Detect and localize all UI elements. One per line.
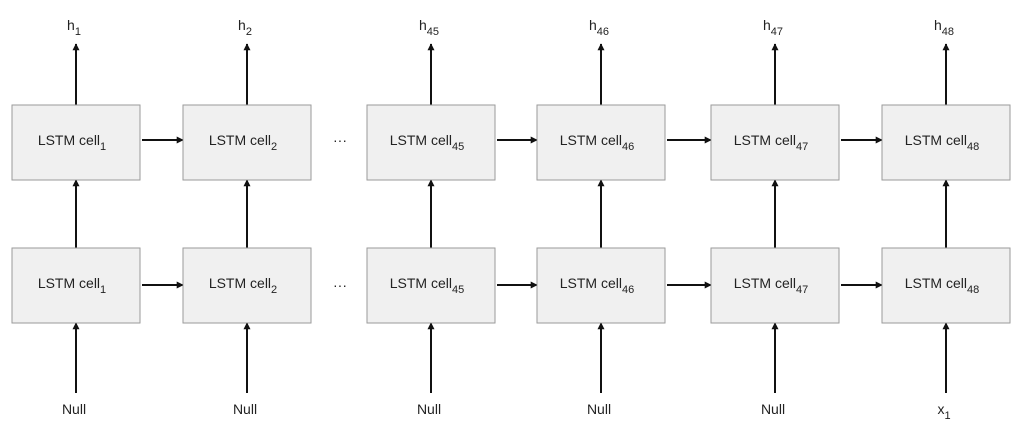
lstm-cell-label-top-6-subscript: 48 [967, 141, 979, 153]
lstm-cell-label-top-1: LSTM cell1 [38, 132, 106, 153]
ellipsis-bottom: ··· [333, 277, 347, 293]
lstm-cell-label-top-5-main: LSTM cell [734, 132, 796, 148]
lstm-cell-label-top-3-subscript: 45 [452, 141, 464, 153]
lstm-cell-bottom-1 [11, 247, 141, 324]
lstm-cell-top-3 [366, 104, 496, 181]
input-label-4: Null [587, 401, 611, 417]
lstm-cell-label-bottom-5-subscript: 47 [796, 284, 808, 296]
output-label-4: h46 [589, 17, 609, 38]
lstm-cell-label-bottom-4-subscript: 46 [622, 284, 634, 296]
lstm-cell-label-top-5: LSTM cell47 [734, 132, 808, 153]
lstm-cell-label-bottom-1: LSTM cell1 [38, 275, 106, 296]
lstm-cell-bottom-4 [536, 247, 666, 324]
lstm-cell-label-bottom-6: LSTM cell48 [905, 275, 979, 296]
output-label-2-subscript: 2 [246, 26, 252, 38]
output-label-6-subscript: 48 [942, 26, 954, 38]
output-label-1-subscript: 1 [75, 26, 81, 38]
input-label-1-main: Null [62, 401, 86, 417]
input-label-6: x1 [937, 401, 950, 422]
output-label-5-main: h [763, 17, 771, 33]
lstm-cell-label-bottom-3-main: LSTM cell [390, 275, 452, 291]
input-label-5: Null [761, 401, 785, 417]
lstm-cell-label-bottom-2: LSTM cell2 [209, 275, 277, 296]
output-label-2-main: h [238, 17, 246, 33]
lstm-cell-label-top-5-subscript: 47 [796, 141, 808, 153]
lstm-cell-label-top-6: LSTM cell48 [905, 132, 979, 153]
lstm-cell-top-2 [182, 104, 312, 181]
input-label-2-main: Null [233, 401, 257, 417]
lstm-cell-label-top-4: LSTM cell46 [560, 132, 634, 153]
lstm-cell-label-top-2-subscript: 2 [271, 141, 277, 153]
output-label-6: h48 [934, 17, 954, 38]
input-label-6-subscript: 1 [944, 410, 950, 422]
lstm-cell-label-bottom-1-main: LSTM cell [38, 275, 100, 291]
lstm-cell-label-bottom-4: LSTM cell46 [560, 275, 634, 296]
lstm-cell-bottom-6 [881, 247, 1011, 324]
lstm-cell-top-4 [536, 104, 666, 181]
arrows-layer [72, 43, 950, 393]
input-label-3: Null [417, 401, 441, 417]
lstm-cell-label-bottom-6-main: LSTM cell [905, 275, 967, 291]
lstm-cell-label-bottom-4-main: LSTM cell [560, 275, 622, 291]
lstm-cell-label-top-3: LSTM cell45 [390, 132, 464, 153]
output-label-3-subscript: 45 [427, 26, 439, 38]
output-label-2: h2 [238, 17, 252, 38]
lstm-cell-label-top-2-main: LSTM cell [209, 132, 271, 148]
lstm-cell-label-bottom-3-subscript: 45 [452, 284, 464, 296]
lstm-cell-label-top-4-subscript: 46 [622, 141, 634, 153]
labels-layer: h1Nullh2Nullh45Nullh46Nullh47Nullh48x1··… [62, 17, 954, 422]
lstm-cell-label-top-1-main: LSTM cell [38, 132, 100, 148]
lstm-cell-label-top-2: LSTM cell2 [209, 132, 277, 153]
lstm-cell-label-top-1-subscript: 1 [100, 141, 106, 153]
lstm-cell-top-6 [881, 104, 1011, 181]
output-label-4-subscript: 46 [597, 26, 609, 38]
input-label-3-main: Null [417, 401, 441, 417]
lstm-cell-label-bottom-3: LSTM cell45 [390, 275, 464, 296]
output-label-5: h47 [763, 17, 783, 38]
output-label-1-main: h [67, 17, 75, 33]
output-label-4-main: h [589, 17, 597, 33]
lstm-cell-top-5 [710, 104, 840, 181]
lstm-cell-top-1 [11, 104, 141, 181]
input-label-2: Null [233, 401, 257, 417]
lstm-cell-bottom-3 [366, 247, 496, 324]
input-label-5-main: Null [761, 401, 785, 417]
ellipsis-top: ··· [333, 132, 347, 148]
lstm-cell-bottom-2 [182, 247, 312, 324]
lstm-cell-label-bottom-2-subscript: 2 [271, 284, 277, 296]
output-label-3: h45 [419, 17, 439, 38]
lstm-cell-label-top-6-main: LSTM cell [905, 132, 967, 148]
lstm-cell-label-top-4-main: LSTM cell [560, 132, 622, 148]
lstm-cell-bottom-5 [710, 247, 840, 324]
output-label-3-main: h [419, 17, 427, 33]
input-label-6-main: x [937, 401, 944, 417]
lstm-cell-label-bottom-5-main: LSTM cell [734, 275, 796, 291]
input-label-1: Null [62, 401, 86, 417]
lstm-cell-label-bottom-2-main: LSTM cell [209, 275, 271, 291]
output-label-6-main: h [934, 17, 942, 33]
lstm-cell-label-bottom-6-subscript: 48 [967, 284, 979, 296]
lstm-cell-label-top-3-main: LSTM cell [390, 132, 452, 148]
output-label-5-subscript: 47 [771, 26, 783, 38]
lstm-cell-label-bottom-1-subscript: 1 [100, 284, 106, 296]
output-label-1: h1 [67, 17, 81, 38]
lstm-cell-label-bottom-5: LSTM cell47 [734, 275, 808, 296]
input-label-4-main: Null [587, 401, 611, 417]
